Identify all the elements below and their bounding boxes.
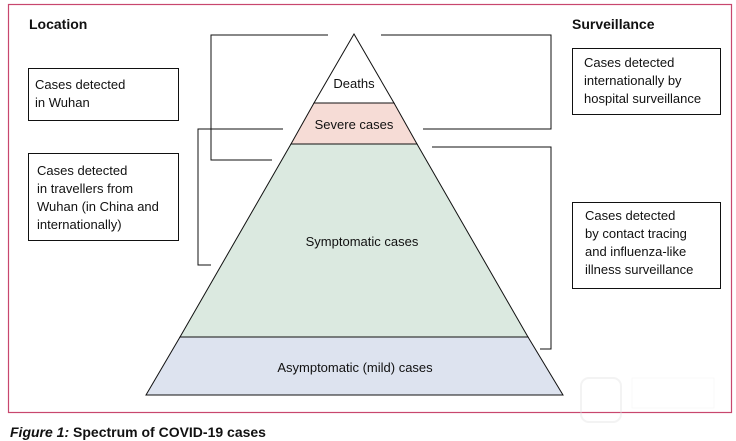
location-box-travellers [28, 153, 179, 241]
pyramid-level-deaths [313, 33, 395, 104]
surveillance-box-hospital-text: Cases detected internationally by hospit… [584, 55, 701, 106]
level-label-symptomatic: Symptomatic cases [306, 234, 419, 249]
location-box-travellers-text: Cases detected in travellers from Wuhan … [37, 163, 163, 232]
location-box-wuhan [28, 68, 179, 121]
bracket-travellers [197, 128, 283, 266]
surveillance-box-hospital [572, 48, 721, 115]
surveillance-heading: Surveillance [572, 16, 655, 32]
bracket-contact-tracing [432, 146, 552, 350]
surveillance-box-contact-tracing-text: Cases detected by contact tracing and in… [585, 208, 693, 277]
level-label-deaths: Deaths [333, 76, 375, 91]
bracket-hospital [381, 34, 552, 130]
watermark-logo [580, 377, 715, 423]
location-heading: Location [29, 16, 87, 32]
figure-caption: Figure 1: Spectrum of COVID-19 cases [10, 424, 266, 440]
level-label-severe: Severe cases [315, 117, 394, 132]
surveillance-box-contact-tracing [572, 202, 721, 289]
figure-frame [7, 3, 733, 414]
bracket-wuhan [210, 34, 328, 161]
location-box-wuhan-text: Cases detected in Wuhan [35, 77, 129, 110]
pyramid-level-asymptomatic [145, 336, 564, 396]
level-label-asymptomatic: Asymptomatic (mild) cases [277, 360, 433, 375]
